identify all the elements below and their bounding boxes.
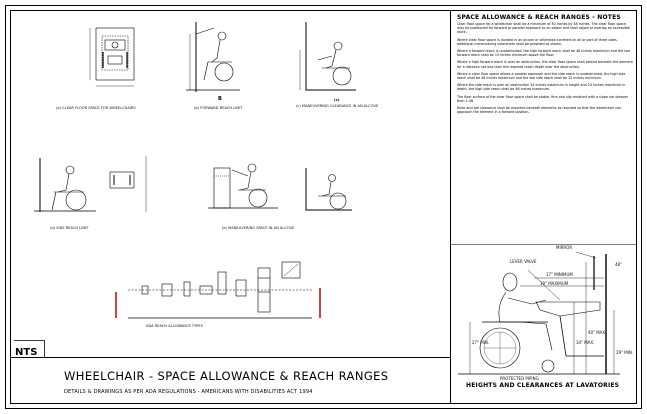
figure-b-forward-reach: [186, 22, 240, 92]
label-minimum-17: 17" MINIMUM: [546, 272, 573, 277]
figure-f-reach-types: [115, 261, 321, 319]
wheelchair-plan-small: [109, 171, 135, 189]
fixture-3: [183, 281, 191, 297]
reach-arm: [195, 27, 215, 35]
alcove-walls: [305, 22, 356, 91]
label-protected-piping: PROTECTED PIPING: [500, 376, 539, 381]
caption-figure-e: (e) MANEUVERING SPACE IN AN ALCOVE: [222, 226, 295, 230]
label-mirror: MIRROR: [556, 245, 573, 250]
head: [333, 41, 343, 51]
arm: [317, 55, 333, 61]
wheelchair-plan-outline: [101, 35, 129, 71]
mirror-panel: [281, 261, 301, 279]
figure-d-side-reach: [34, 156, 147, 212]
head: [65, 165, 75, 175]
notes-list: Clear floor space for a wheelchair shall…: [457, 22, 633, 238]
wheel: [65, 189, 87, 211]
head-e2: [328, 174, 336, 182]
note-item: Where clear floor space is located in an…: [457, 37, 618, 46]
scale-note: NTS: [15, 347, 38, 358]
lav-occupant-leg: [519, 321, 553, 351]
tall-cabinet: [257, 267, 271, 313]
lavatory-title: HEIGHTS AND CLEARANCES AT LAVATORIES: [466, 382, 620, 389]
lever-valve-leader: [527, 269, 561, 301]
figure-e-maneuvering-space: [208, 163, 352, 211]
note-item: Clear floor space for a wheelchair shall…: [457, 22, 630, 35]
sheet-outer-border: [5, 5, 642, 409]
fixture-1: [141, 285, 149, 295]
caption-figure-a: (a) CLEAR FLOOR SPACE FOR WHEELCHAIRS: [56, 106, 136, 110]
figure-a-clear-floor-space: [89, 27, 135, 87]
figure-c-letter: (c): [334, 98, 340, 102]
wheel: [214, 62, 234, 82]
label-dim-27: 27" MIN.: [472, 340, 490, 345]
occupant-head: [111, 41, 119, 49]
caption-figure-b: (b) FORWARD REACH LIMIT: [194, 106, 243, 110]
note-item: The floor surface of the clear floor spa…: [457, 94, 628, 103]
label-maximum-19: 19" MAXIMUM: [540, 281, 569, 286]
torso: [57, 173, 70, 193]
figure-c-alcove-clearance: [299, 22, 356, 91]
note-item: Where a forward reach is unobstructed, t…: [457, 49, 631, 58]
label-dim-34: 34" MAX.: [576, 340, 595, 345]
lav-occupant-arm: [507, 297, 547, 305]
footrest: [107, 55, 123, 65]
label-dim-40: 40" MAX.: [588, 330, 607, 335]
note-item: Knee and toe clearance shall be provided…: [457, 106, 622, 115]
torso: [239, 171, 252, 191]
wheelchair-seat: [104, 39, 126, 51]
caption-figure-d: (d) SIDE REACH LIMIT: [50, 226, 89, 230]
note-item: Where the side reach is over an obstruct…: [457, 83, 626, 92]
sheet-subtitle: DETAILS & DRAWINGS AS PER ADA REGULATION…: [64, 389, 313, 395]
lav-occupant-head: [502, 272, 518, 292]
torso-e2: [321, 181, 332, 197]
lav-caster: [541, 359, 555, 373]
wheel: [332, 66, 352, 86]
mirror-glint: [283, 263, 299, 277]
label-lever-valve: LEVER VALVE: [510, 259, 537, 264]
fixture-4: [199, 285, 213, 295]
protected-piping: [559, 315, 567, 357]
sheet-inner-border: [10, 10, 637, 404]
figure-b-letter: B: [218, 96, 222, 102]
fixture-6: [235, 279, 247, 297]
counter-obstruction: [213, 167, 231, 209]
sheet-title: WHEELCHAIR - SPACE ALLOWANCE & REACH RAN…: [64, 369, 389, 383]
lav-wheel-large: [479, 327, 521, 369]
alcove-walls-e: [305, 168, 352, 211]
notes-title: SPACE ALLOWANCE & REACH RANGES - NOTES: [457, 14, 621, 21]
note-item: Where a clear floor space allows a paral…: [457, 71, 626, 81]
note-item: Where a high forward reach is over an ob…: [457, 60, 633, 69]
legrest: [51, 191, 57, 211]
caption-figure-f: ADA REACH ALLOWANCE TYPES: [146, 324, 203, 328]
fixture-5: [217, 271, 227, 295]
clear-floor-space-rect: [95, 27, 135, 81]
label-dim-48: 48": [615, 262, 622, 267]
lavatory-basin: [535, 301, 601, 317]
arm: [231, 169, 249, 177]
mirror-leader: [575, 251, 597, 259]
torso: [211, 39, 221, 63]
head: [217, 31, 227, 41]
label-dim-29: 29" MIN.: [616, 350, 634, 355]
wheel-e2: [329, 192, 347, 210]
caption-figure-c: (c) MANEUVERING CLEARANCE IN AN ALCOVE: [296, 104, 379, 108]
head: [247, 163, 257, 173]
legrest: [203, 61, 209, 81]
fixture-2: [161, 283, 173, 297]
lav-occupant-torso: [498, 291, 520, 323]
wheel: [248, 188, 268, 208]
torso: [325, 49, 337, 69]
lavatory-elevation: [458, 251, 620, 375]
